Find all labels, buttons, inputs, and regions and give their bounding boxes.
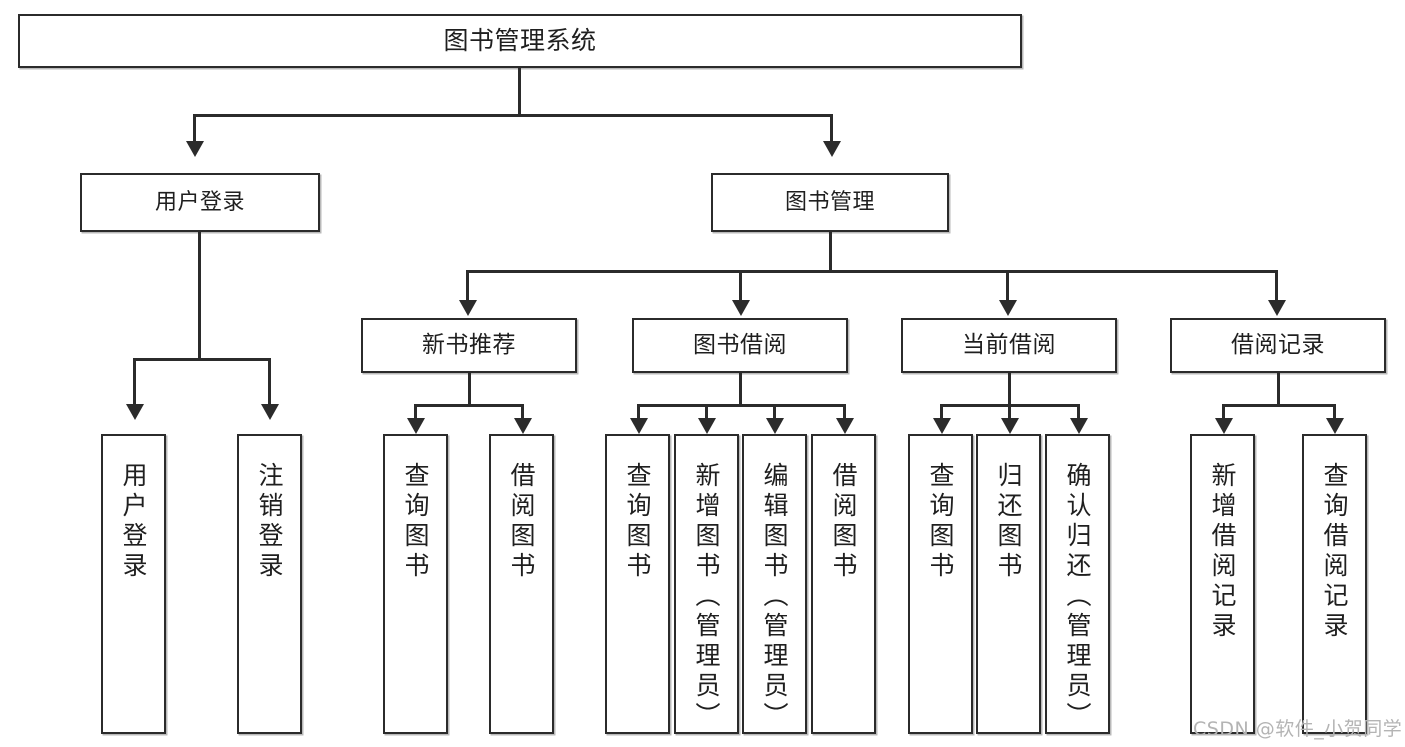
- node-book-management[interactable]: 图书管理: [711, 173, 949, 232]
- node-user-login[interactable]: 用户登录: [80, 173, 320, 232]
- leaf-borrow-books-borrow[interactable]: 借阅图书: [811, 434, 876, 734]
- node-label: 编辑图书（管理员）: [760, 462, 789, 732]
- arrow-borrow-to-leaf-4: [836, 418, 854, 434]
- arrow-records-to-leaf-2: [1326, 418, 1344, 434]
- node-label: 借阅记录: [1231, 331, 1325, 358]
- node-label: 归还图书: [994, 462, 1023, 582]
- arrow-borrow-to-leaf-3: [766, 418, 784, 434]
- edge-root-stem: [518, 68, 521, 116]
- node-root-library-system[interactable]: 图书管理系统: [18, 14, 1022, 68]
- edge-records-stem: [1277, 373, 1280, 407]
- edge-newbooks-to-leaf-1: [414, 404, 417, 422]
- node-label: 借阅图书: [507, 462, 536, 582]
- leaf-user-login[interactable]: 用户登录: [101, 434, 166, 734]
- edge-newbooks-bus: [414, 404, 524, 407]
- arrow-book-mgmt-to-records: [1268, 300, 1286, 316]
- edge-records-to-leaf-2: [1333, 404, 1336, 422]
- arrow-book-mgmt-to-newbooks: [459, 300, 477, 316]
- edge-borrow-to-leaf-4: [843, 404, 846, 422]
- edge-current-to-leaf-3: [1077, 404, 1080, 422]
- arrow-borrow-to-leaf-1: [630, 418, 648, 434]
- arrow-current-to-leaf-3: [1070, 418, 1088, 434]
- arrow-borrow-to-leaf-2: [698, 418, 716, 434]
- edge-borrow-stem: [739, 373, 742, 407]
- leaf-query-books-borrow[interactable]: 查询图书: [605, 434, 670, 734]
- edge-user-login-stem: [198, 232, 201, 360]
- leaf-borrow-books-newbooks[interactable]: 借阅图书: [489, 434, 554, 734]
- edge-book-mgmt-stem: [829, 232, 832, 272]
- edge-borrow-to-leaf-3: [773, 404, 776, 422]
- arrow-records-to-leaf-1: [1215, 418, 1233, 434]
- leaf-confirm-return-admin[interactable]: 确认归还（管理员）: [1045, 434, 1110, 734]
- node-label: 新增借阅记录: [1208, 462, 1237, 642]
- edge-book-mgmt-to-records: [1275, 270, 1278, 303]
- node-label: 用户登录: [154, 189, 245, 215]
- node-book-borrow[interactable]: 图书借阅: [632, 318, 848, 373]
- arrow-user-login-to-leaf-1: [126, 404, 144, 420]
- arrow-current-to-leaf-2: [1001, 418, 1019, 434]
- node-label: 图书借阅: [693, 331, 787, 358]
- edge-current-to-leaf-1: [940, 404, 943, 422]
- node-label: 图书管理: [784, 189, 875, 215]
- leaf-return-books[interactable]: 归还图书: [976, 434, 1041, 734]
- node-label: 借阅图书: [829, 462, 858, 582]
- leaf-edit-book-admin[interactable]: 编辑图书（管理员）: [742, 434, 807, 734]
- edge-user-login-to-leaf-1: [133, 358, 136, 407]
- arrow-current-to-leaf-1: [933, 418, 951, 434]
- node-borrow-records[interactable]: 借阅记录: [1170, 318, 1386, 373]
- node-label: 新书推荐: [422, 331, 516, 358]
- node-label: 查询图书: [401, 462, 430, 582]
- arrow-user-login-to-leaf-2: [261, 404, 279, 420]
- edge-root-to-user-login: [193, 114, 196, 144]
- node-label: 查询图书: [926, 462, 955, 582]
- leaf-logout[interactable]: 注销登录: [237, 434, 302, 734]
- edge-newbooks-stem: [468, 373, 471, 407]
- leaf-query-books-newbooks[interactable]: 查询图书: [383, 434, 448, 734]
- node-label: 新增图书（管理员）: [692, 462, 721, 732]
- edge-root-bus: [193, 114, 833, 117]
- node-label: 注销登录: [255, 462, 284, 582]
- leaf-add-book-admin[interactable]: 新增图书（管理员）: [674, 434, 739, 734]
- node-label: 用户登录: [119, 462, 148, 582]
- edge-book-mgmt-to-newbooks: [466, 270, 469, 303]
- node-label: 确认归还（管理员）: [1063, 462, 1092, 732]
- edge-user-login-to-leaf-2: [268, 358, 271, 407]
- leaf-add-borrow-record[interactable]: 新增借阅记录: [1190, 434, 1255, 734]
- edge-book-mgmt-to-current: [1006, 270, 1009, 303]
- edge-newbooks-to-leaf-2: [521, 404, 524, 422]
- edge-borrow-to-leaf-1: [637, 404, 640, 422]
- node-label: 查询借阅记录: [1320, 462, 1349, 642]
- edge-book-mgmt-bus: [466, 270, 1278, 273]
- arrow-newbooks-to-leaf-2: [514, 418, 532, 434]
- arrow-newbooks-to-leaf-1: [407, 418, 425, 434]
- arrow-root-to-book-mgmt: [823, 141, 841, 157]
- edge-root-to-book-mgmt: [830, 114, 833, 144]
- node-current-borrow[interactable]: 当前借阅: [901, 318, 1117, 373]
- edge-records-to-leaf-1: [1222, 404, 1225, 422]
- node-label: 图书管理系统: [443, 26, 597, 56]
- edge-borrow-to-leaf-2: [705, 404, 708, 422]
- edge-book-mgmt-to-borrow: [739, 270, 742, 303]
- node-label: 查询图书: [623, 462, 652, 582]
- node-new-book-recommend[interactable]: 新书推荐: [361, 318, 577, 373]
- edge-current-to-leaf-2: [1008, 404, 1011, 422]
- edge-borrow-bus: [637, 404, 846, 407]
- edge-records-bus: [1222, 404, 1336, 407]
- arrow-book-mgmt-to-current: [999, 300, 1017, 316]
- arrow-book-mgmt-to-borrow: [732, 300, 750, 316]
- arrow-root-to-user-login: [186, 141, 204, 157]
- leaf-query-books-current[interactable]: 查询图书: [908, 434, 973, 734]
- edge-user-login-bus: [133, 358, 271, 361]
- edge-current-stem: [1008, 373, 1011, 407]
- node-label: 当前借阅: [962, 331, 1056, 358]
- leaf-query-borrow-record[interactable]: 查询借阅记录: [1302, 434, 1367, 734]
